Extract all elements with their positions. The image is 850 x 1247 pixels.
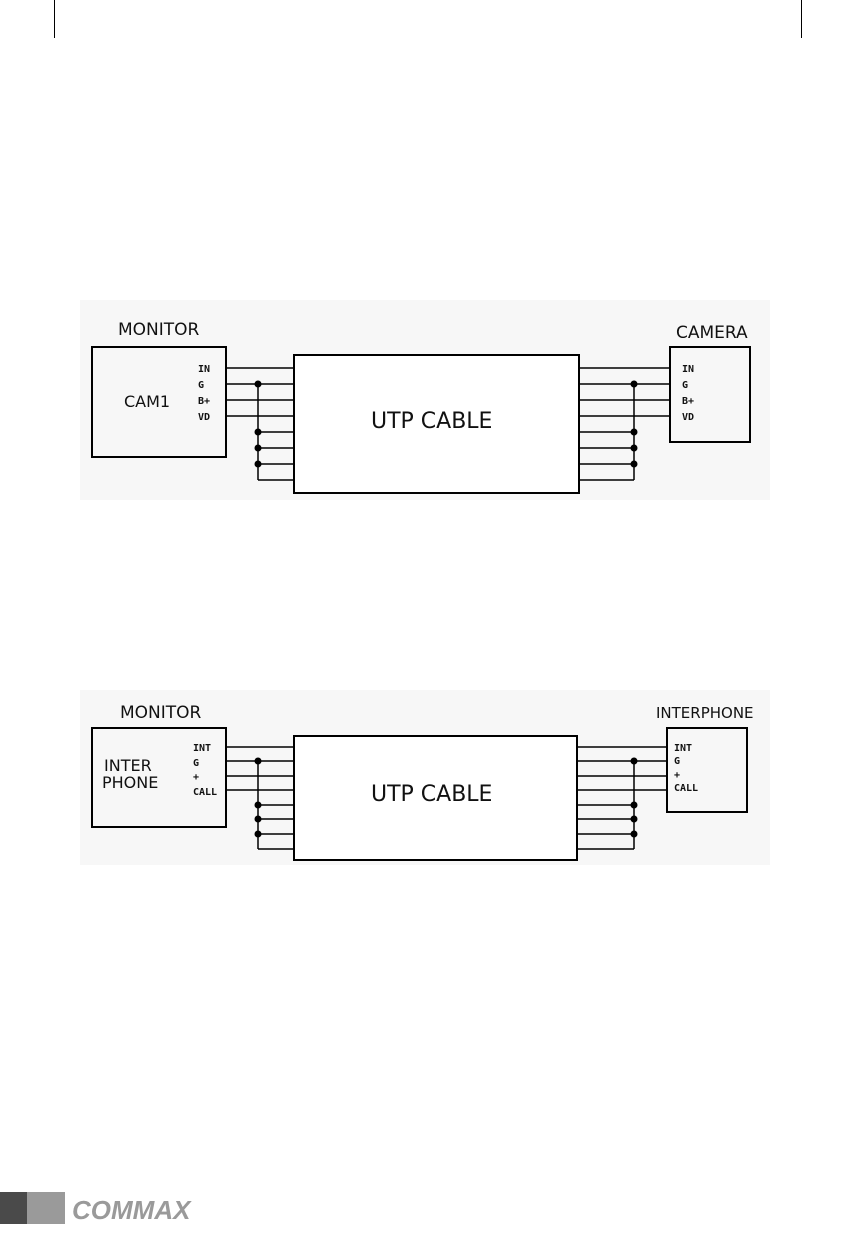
commax-logo: COMMAX [72,1195,190,1226]
left-terminal-label: IN [198,364,210,375]
crop-mark-right [801,0,802,38]
right-terminal-label: B+ [682,396,694,407]
right-terminal-label: G [674,756,680,767]
monitor-device-label: CAM1 [124,392,170,411]
footer-grey-block [27,1192,65,1224]
right-device-title: CAMERA [676,323,748,343]
crop-mark-left [54,0,55,38]
left-terminal-label: + [193,772,199,783]
left-terminal-label: VD [198,412,210,423]
right-terminal-label: VD [682,412,694,423]
left-terminal-label: INT [193,743,211,754]
left-terminal-label: B+ [198,396,210,407]
interphone-wiring-diagram: MONITOR INTERPHONE INTER PHONE INT G + C… [0,690,850,870]
left-device-title: MONITOR [120,703,202,723]
left-device-title: MONITOR [118,320,200,340]
left-terminal-label: G [198,380,204,391]
right-terminal-label: CALL [674,783,698,794]
footer-brand-bar: COMMAX [0,1192,260,1224]
footer-dark-block [0,1192,27,1224]
camera-wiring-diagram: MONITOR CAMERA CAM1 IN G B+ VD UTP CABLE… [0,300,850,510]
right-terminal-label: INT [674,743,692,754]
monitor-device-label: PHONE [102,773,158,792]
left-terminal-label: G [193,758,199,769]
utp-cable-label: UTP CABLE [371,409,492,434]
left-terminal-label: CALL [193,787,217,798]
utp-cable-label: UTP CABLE [371,782,492,807]
right-terminal-label: G [682,380,688,391]
right-device-title: INTERPHONE [656,704,754,722]
right-terminal-label: + [674,770,680,781]
right-terminal-label: IN [682,364,694,375]
